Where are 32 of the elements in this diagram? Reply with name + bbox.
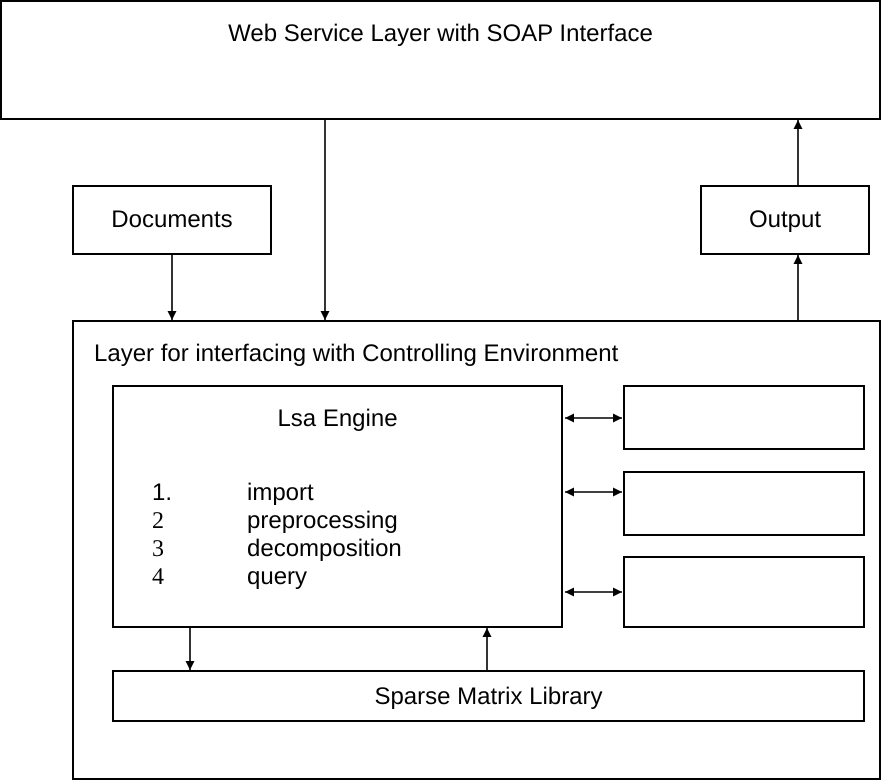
process-box bbox=[0, 0, 881, 120]
step-label: preprocessing bbox=[247, 507, 399, 535]
arrow bbox=[168, 255, 176, 320]
layer-container bbox=[72, 320, 881, 780]
layer-title: Layer for interfacing with Controlling Environment bbox=[94, 340, 620, 368]
step-number: 3 bbox=[152, 535, 165, 563]
component-box bbox=[112, 385, 563, 628]
step-number: 4 bbox=[152, 563, 165, 591]
step-number: 2 bbox=[152, 507, 165, 535]
box-label: Web Service Layer with SOAP Interface bbox=[227, 20, 654, 48]
box-label: Documents bbox=[110, 206, 234, 234]
process-box bbox=[112, 670, 865, 722]
arrow bbox=[565, 588, 622, 596]
step-number: 1. bbox=[152, 479, 174, 507]
process-box bbox=[72, 185, 272, 255]
arrow bbox=[565, 488, 622, 496]
arrow bbox=[186, 628, 194, 670]
arrow bbox=[794, 120, 802, 185]
box-node bbox=[623, 385, 865, 450]
step-label: query bbox=[247, 563, 308, 591]
step-label: import bbox=[247, 479, 315, 507]
arrow bbox=[794, 255, 802, 320]
box-label: Output bbox=[748, 206, 822, 234]
box-node bbox=[623, 556, 865, 628]
box-label: Sparse Matrix Library bbox=[373, 683, 604, 711]
box-node bbox=[623, 471, 865, 536]
arrow bbox=[320, 120, 330, 320]
process-box bbox=[700, 185, 870, 255]
arrow bbox=[565, 414, 622, 422]
arrow bbox=[482, 628, 492, 670]
step-label: decomposition bbox=[247, 535, 402, 563]
box-label: Lsa Engine bbox=[276, 405, 399, 433]
